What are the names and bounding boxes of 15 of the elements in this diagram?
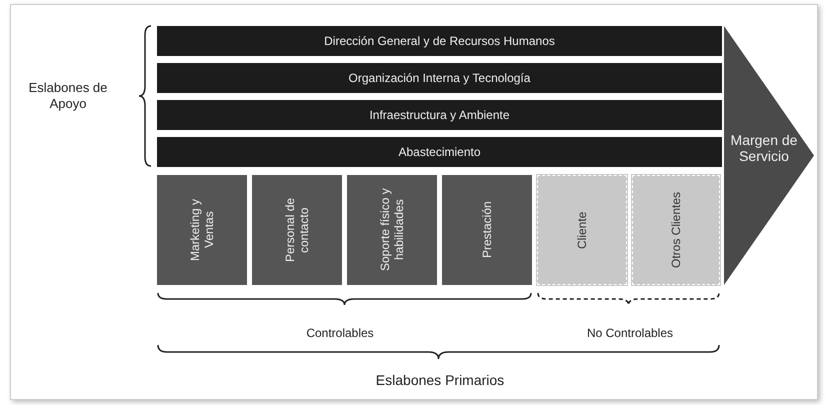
group-label: Controlables bbox=[305, 326, 375, 342]
support-bar: Organización Interna y Tecnología bbox=[157, 63, 722, 93]
margin-chevron: Margen de Servicio bbox=[724, 26, 814, 285]
primary-box: Prestación bbox=[442, 175, 532, 285]
primary-box: Personal de contacto bbox=[252, 175, 342, 285]
support-bar: Infraestructura y Ambiente bbox=[157, 100, 722, 130]
dashed-box: Cliente bbox=[537, 175, 627, 285]
dashed-box: Otros Clientes bbox=[632, 175, 720, 285]
support-bar: Dirección General y de Recursos Humanos bbox=[157, 26, 722, 56]
primary-box: Soporte físico y habilidades bbox=[347, 175, 437, 285]
group-label: Eslabones Primarios bbox=[374, 372, 506, 390]
group-label: No Controlables bbox=[586, 326, 674, 342]
support-bar: Abastecimiento bbox=[157, 137, 722, 167]
group-label: Eslabones de Apoyo bbox=[28, 80, 108, 113]
primary-box: Marketing y Ventas bbox=[157, 175, 247, 285]
